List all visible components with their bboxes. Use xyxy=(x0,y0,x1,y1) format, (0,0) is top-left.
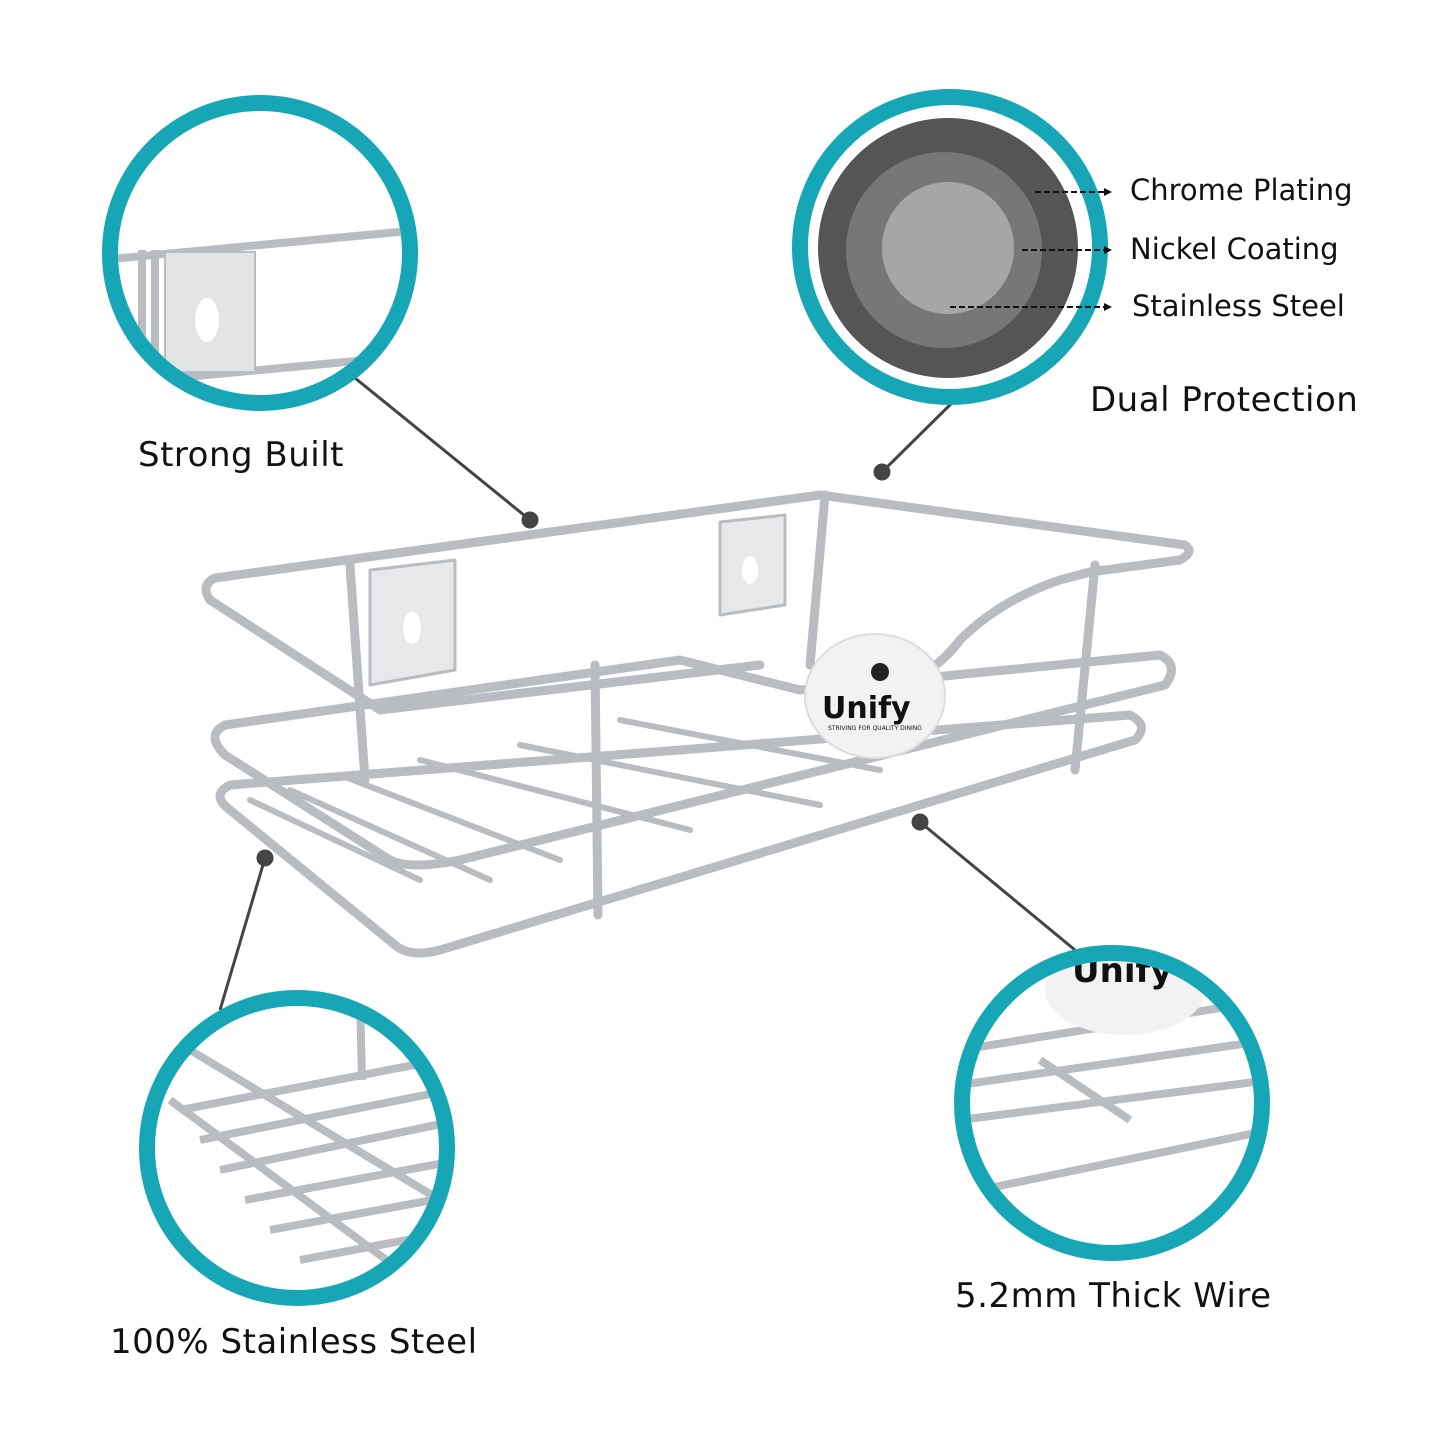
label-strong-built: Strong Built xyxy=(138,435,344,475)
label-dual-protection: Dual Protection xyxy=(1090,380,1359,420)
label-thick-wire: 5.2mm Thick Wire xyxy=(955,1276,1272,1316)
layer-chrome-plating: Chrome Plating xyxy=(1130,173,1353,207)
callout-lines xyxy=(218,376,1076,1011)
zoom-circle-thick-wire: Unify xyxy=(954,945,1270,1261)
zoom-circle-strong-built xyxy=(102,95,418,411)
unify-logo-badge: Unify STRIVING FOR QUALITY DINING xyxy=(804,633,946,759)
zoom-circle-stainless xyxy=(139,990,455,1306)
zoom-circle-layers xyxy=(792,89,1112,405)
layer-nickel-coating: Nickel Coating xyxy=(1130,232,1339,266)
basket-wire-illustration xyxy=(201,490,1194,958)
layer-stainless-steel: Stainless Steel xyxy=(1132,289,1345,323)
logo-tagline: STRIVING FOR QUALITY DINING xyxy=(828,725,922,732)
label-stainless: 100% Stainless Steel xyxy=(110,1322,478,1362)
logo-brand: Unify xyxy=(822,691,911,726)
